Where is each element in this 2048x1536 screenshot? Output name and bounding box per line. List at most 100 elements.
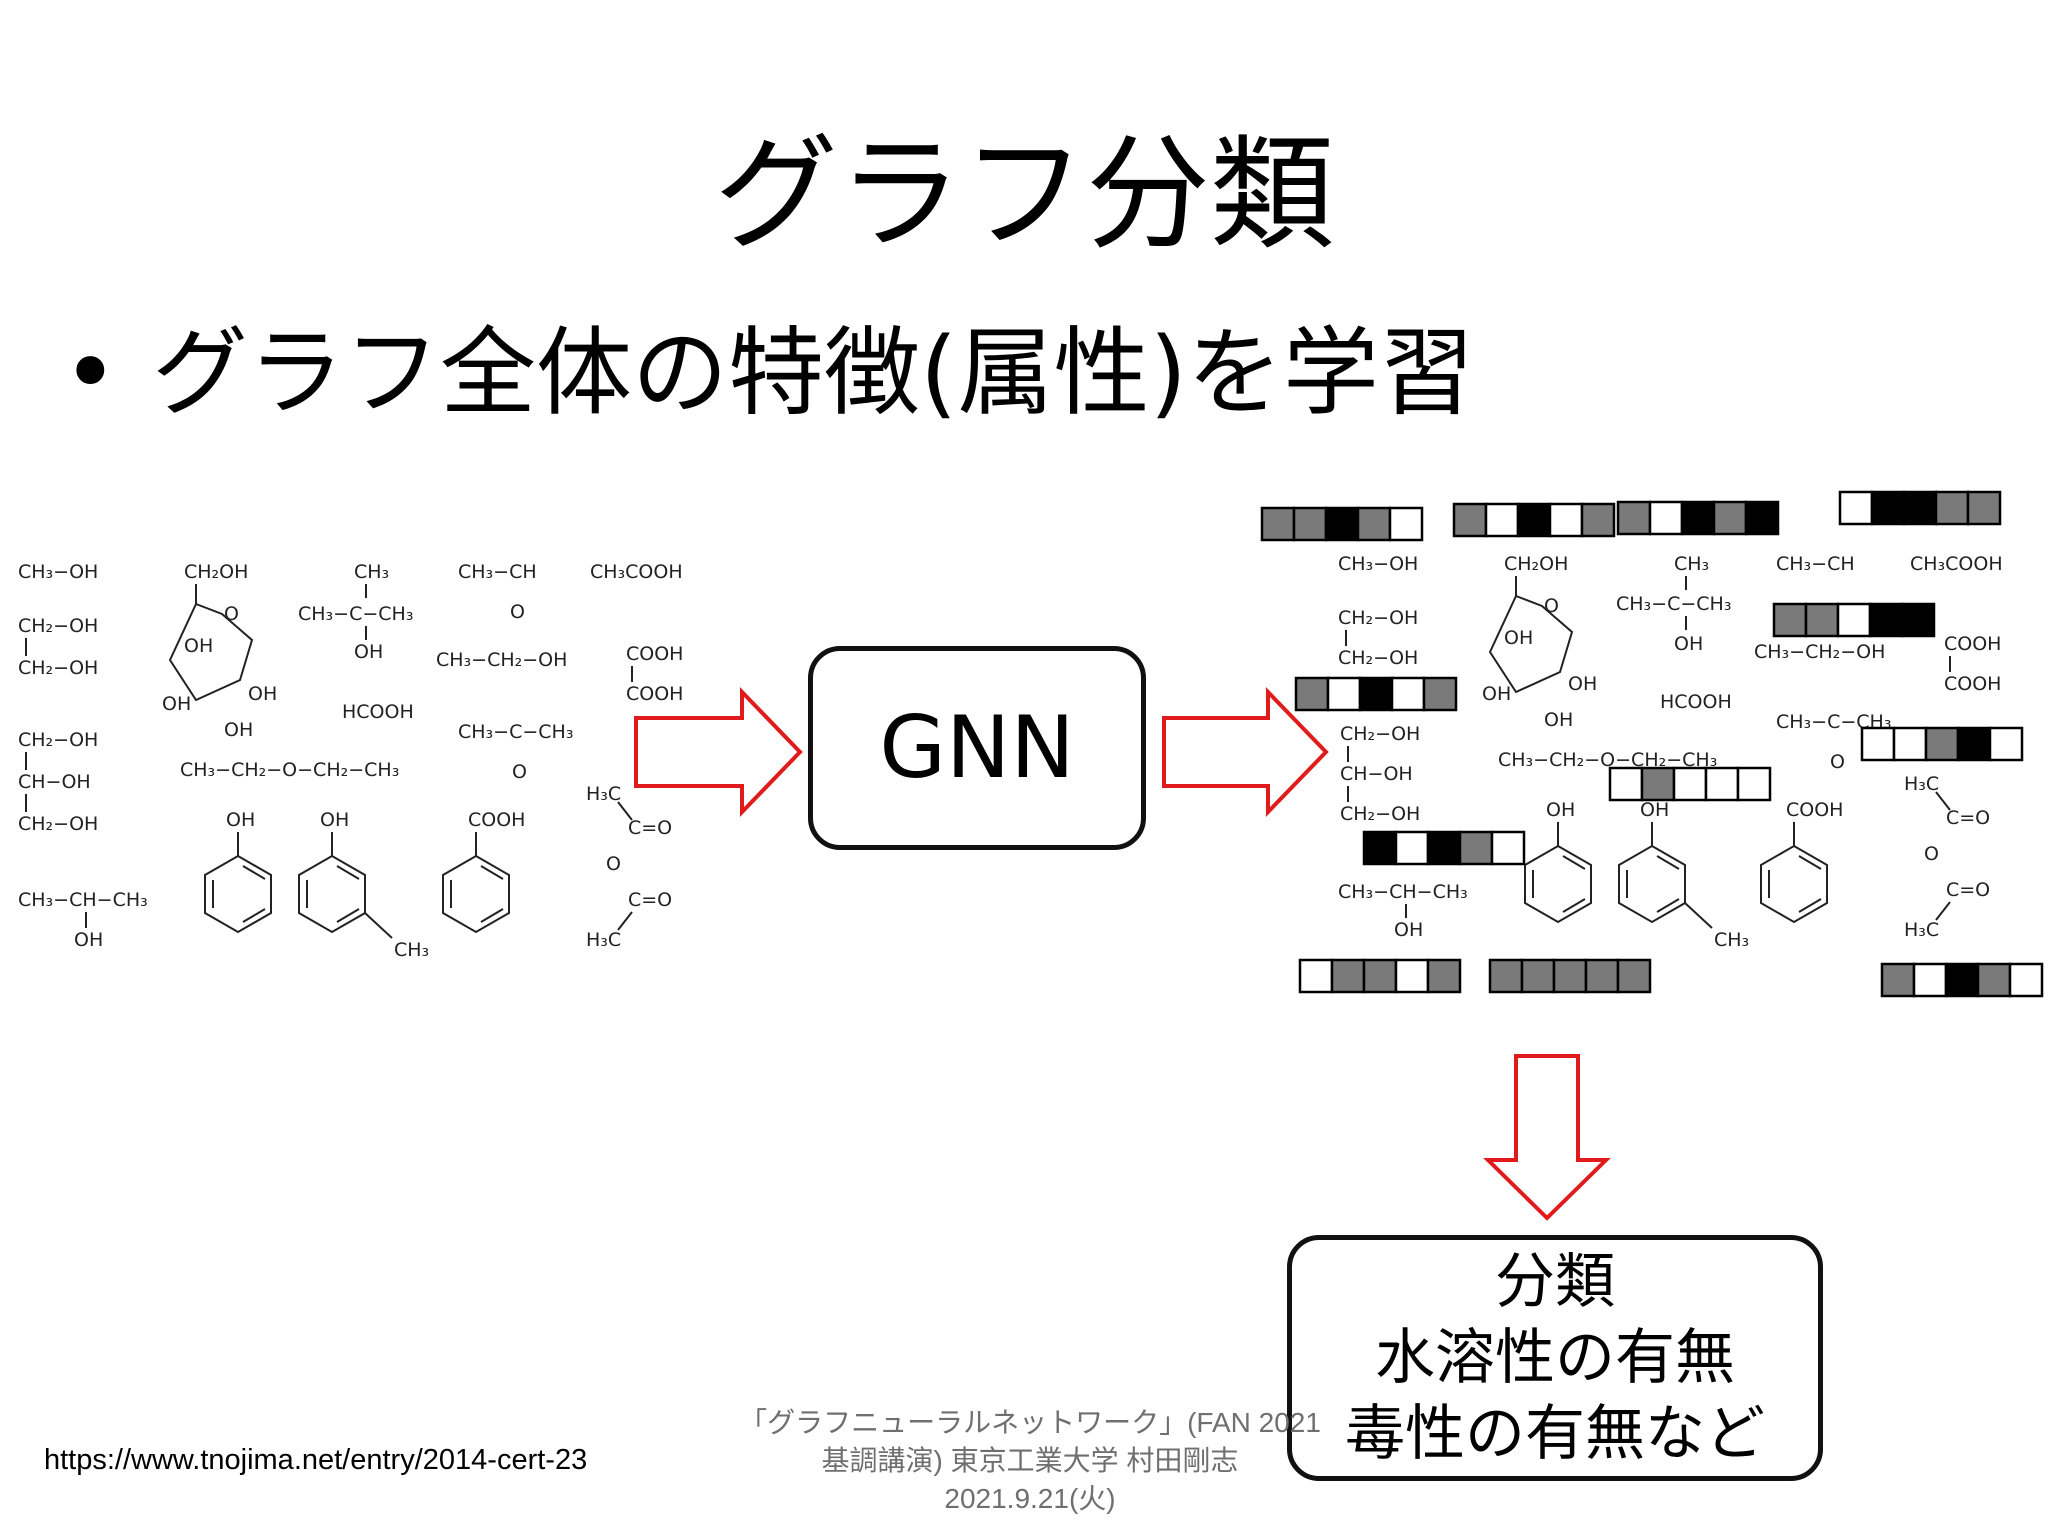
anhydride-h3c-bottom: H₃C bbox=[586, 929, 621, 951]
phenol-oh: OH bbox=[226, 809, 255, 831]
out-benzoic-cooh: COOH bbox=[1786, 799, 1843, 821]
feature-vector-cell bbox=[1608, 766, 1644, 802]
out-sugar-oh-2: OH bbox=[1568, 673, 1597, 695]
out-methanol: CH₃−OH bbox=[1338, 553, 1418, 575]
out-sugar-o: O bbox=[1544, 595, 1559, 617]
sugar-ch2oh: CH₂OH bbox=[184, 561, 248, 583]
feature-vector-cell bbox=[1616, 958, 1652, 994]
feature-vector-cell bbox=[1324, 506, 1360, 542]
formic-acid-label: HCOOH bbox=[342, 701, 414, 723]
feature-vector-cell bbox=[1330, 958, 1366, 994]
benzoic-acid-structure: COOH bbox=[442, 809, 525, 933]
bullet-marker: • bbox=[62, 317, 119, 429]
output-to-classification-arrow bbox=[1483, 1054, 1611, 1221]
feature-vector-cell bbox=[1326, 676, 1362, 712]
out-phenol-oh: OH bbox=[1546, 799, 1575, 821]
classification-result-box: 分類 水溶性の有無 毒性の有無など bbox=[1287, 1235, 1823, 1481]
isopropanol-label: CH₃−CH−CH₃ bbox=[18, 889, 148, 911]
tbutanol-bot: OH bbox=[354, 641, 383, 663]
feature-vector-cell bbox=[1736, 766, 1772, 802]
sugar-oh-4: OH bbox=[224, 719, 253, 741]
feature-vector-cell bbox=[1388, 506, 1424, 542]
feature-vector-cell bbox=[1976, 962, 2012, 998]
feature-vector-cell bbox=[1580, 502, 1616, 538]
gnn-label: GNN bbox=[879, 698, 1075, 798]
sugar-oh-3: OH bbox=[162, 693, 191, 715]
feature-vector-cell bbox=[1298, 958, 1334, 994]
feature-vector-cell bbox=[1680, 500, 1716, 536]
credit-line-1: 「グラフニューラルネットワーク」(FAN 2021 bbox=[739, 1407, 1321, 1438]
feature-vector-cell bbox=[1584, 958, 1620, 994]
feature-vector-cell bbox=[1934, 490, 1970, 526]
feature-vector-cell bbox=[1490, 830, 1526, 866]
feature-vector-cell bbox=[1836, 602, 1872, 638]
feature-vector-cell bbox=[1672, 766, 1708, 802]
sugar-oh-1: OH bbox=[184, 635, 213, 657]
glycerol-top: CH₂−OH bbox=[18, 729, 98, 751]
methanol-label: CH₃−OH bbox=[18, 561, 98, 583]
feature-vector-cell bbox=[1648, 500, 1684, 536]
out-anhydride-o: O bbox=[1924, 843, 1939, 865]
feature-vector-cell bbox=[1426, 958, 1462, 994]
feature-vector-cell bbox=[1900, 602, 1936, 638]
tbutanol-top: CH₃ bbox=[354, 561, 389, 583]
out-formic: HCOOH bbox=[1660, 691, 1732, 713]
feature-vector-cell bbox=[1292, 506, 1328, 542]
oxalic-bottom: COOH bbox=[626, 683, 683, 705]
sugar-oh-2: OH bbox=[248, 683, 277, 705]
feature-vector-cell bbox=[1838, 490, 1874, 526]
feature-vector-cell bbox=[1422, 676, 1458, 712]
feature-vector-cell bbox=[1390, 676, 1426, 712]
out-ethanol: CH₃−CH₂−OH bbox=[1754, 641, 1885, 663]
out-glycerol-bottom: CH₂−OH bbox=[1340, 803, 1420, 825]
feature-vector-cell bbox=[1772, 602, 1808, 638]
ethanol-label: CH₃−CH₂−OH bbox=[436, 649, 567, 671]
feature-vector-cell bbox=[1804, 602, 1840, 638]
out-sugar-ch2oh: CH₂OH bbox=[1504, 553, 1568, 575]
feature-vector-cell bbox=[1294, 676, 1330, 712]
bullet-point: •グラフ全体の特徴(属性)を学習 bbox=[62, 318, 1475, 428]
out-isopropanol: CH₃−CH−CH₃ bbox=[1338, 881, 1468, 903]
feature-vector-cell bbox=[1868, 602, 1904, 638]
out-tbutanol-bot: OH bbox=[1674, 633, 1703, 655]
out-glycol-top: CH₂−OH bbox=[1338, 607, 1418, 629]
out-acetaldehyde: CH₃−CH bbox=[1776, 553, 1855, 575]
out-oxalic-top: COOH bbox=[1944, 633, 2001, 655]
feature-vector-cell bbox=[1860, 726, 1896, 762]
gnn-to-output-arrow bbox=[1162, 687, 1329, 817]
feature-vector-cell bbox=[1616, 500, 1652, 536]
feature-vector-cell bbox=[1362, 958, 1398, 994]
credit-line-2: 基調講演) 東京工業大学 村田剛志 bbox=[821, 1445, 1239, 1476]
ethylene-glycol-bottom: CH₂−OH bbox=[18, 657, 98, 679]
feature-vector-cell bbox=[1870, 490, 1906, 526]
out-anhydride-h3c-top: H₃C bbox=[1904, 773, 1939, 795]
glycerol-bottom: CH₂−OH bbox=[18, 813, 98, 835]
out-cresol-oh: OH bbox=[1640, 799, 1669, 821]
embedded-molecule-set: CH₃−OH CH₂−OH CH₂−OH CH₂−OH CH−OH CH₂−OH… bbox=[1338, 553, 2003, 951]
feature-vector-cell bbox=[1458, 830, 1494, 866]
out-benzoic-structure: COOH bbox=[1760, 799, 1843, 923]
out-anhydride-co-top: C=O bbox=[1946, 807, 1990, 829]
out-oxalic-bottom: COOH bbox=[1944, 673, 2001, 695]
anhydride-co-top: C=O bbox=[628, 817, 672, 839]
out-glycerol-top: CH₂−OH bbox=[1340, 723, 1420, 745]
cresol-oh: OH bbox=[320, 809, 349, 831]
acetone-o: O bbox=[512, 761, 527, 783]
acetaldehyde-o: O bbox=[510, 601, 525, 623]
result-line-2: 水溶性の有無 bbox=[1375, 1323, 1735, 1393]
feature-vector-cell bbox=[1394, 958, 1430, 994]
out-sugar-oh-3: OH bbox=[1482, 683, 1511, 705]
feature-vector-cell bbox=[1944, 962, 1980, 998]
feature-vector-cell bbox=[1484, 502, 1520, 538]
result-line-3: 毒性の有無など bbox=[1345, 1399, 1765, 1469]
input-molecule-set: CH₃−OH CH₂−OH CH₂−OH CH₂−OH CH−OH CH₂−OH… bbox=[18, 561, 683, 961]
feature-vector-cell bbox=[1880, 962, 1916, 998]
out-tbutanol-mid: CH₃−C−CH₃ bbox=[1616, 593, 1731, 615]
input-to-gnn-arrow bbox=[634, 687, 803, 817]
presentation-credit: 「グラフニューラルネットワーク」(FAN 2021 基調講演) 東京工業大学 村… bbox=[700, 1404, 1360, 1518]
benzoic-cooh: COOH bbox=[468, 809, 525, 831]
out-glycerol-mid: CH−OH bbox=[1340, 763, 1413, 785]
credit-line-3: 2021.9.21(火) bbox=[944, 1483, 1116, 1514]
cresol-ch3: CH₃ bbox=[394, 939, 429, 961]
